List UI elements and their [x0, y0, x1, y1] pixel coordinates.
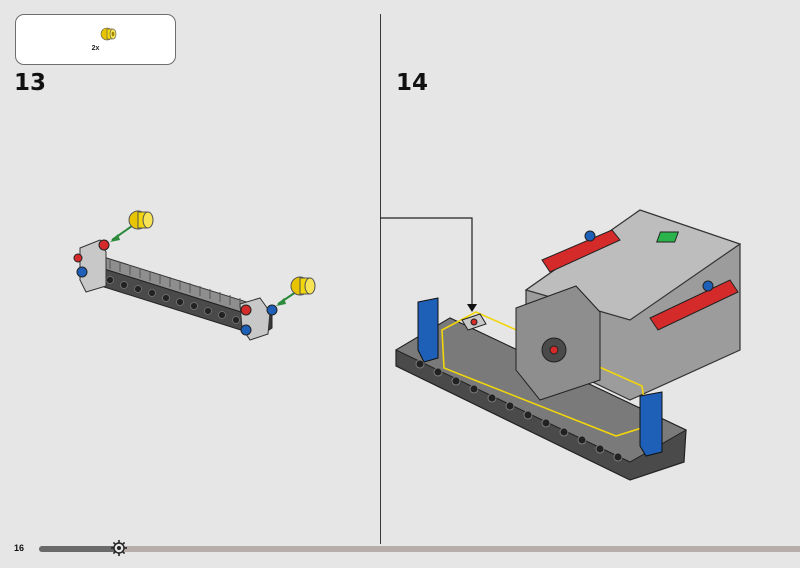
gear-progress-icon: [111, 540, 127, 556]
part-quantity: 2x: [91, 45, 100, 52]
yellow-pin-connector-icon: [100, 27, 117, 41]
step-number: 14: [396, 70, 429, 96]
progress-track: [39, 546, 800, 552]
step-14-illustration: [380, 209, 742, 481]
page-number: 16: [14, 543, 25, 553]
progress-fill: [39, 546, 119, 552]
step-13-illustration: [73, 210, 316, 341]
parts-callout: 2x: [15, 14, 176, 65]
panel-divider: [380, 14, 381, 544]
step-number: 13: [14, 70, 47, 96]
